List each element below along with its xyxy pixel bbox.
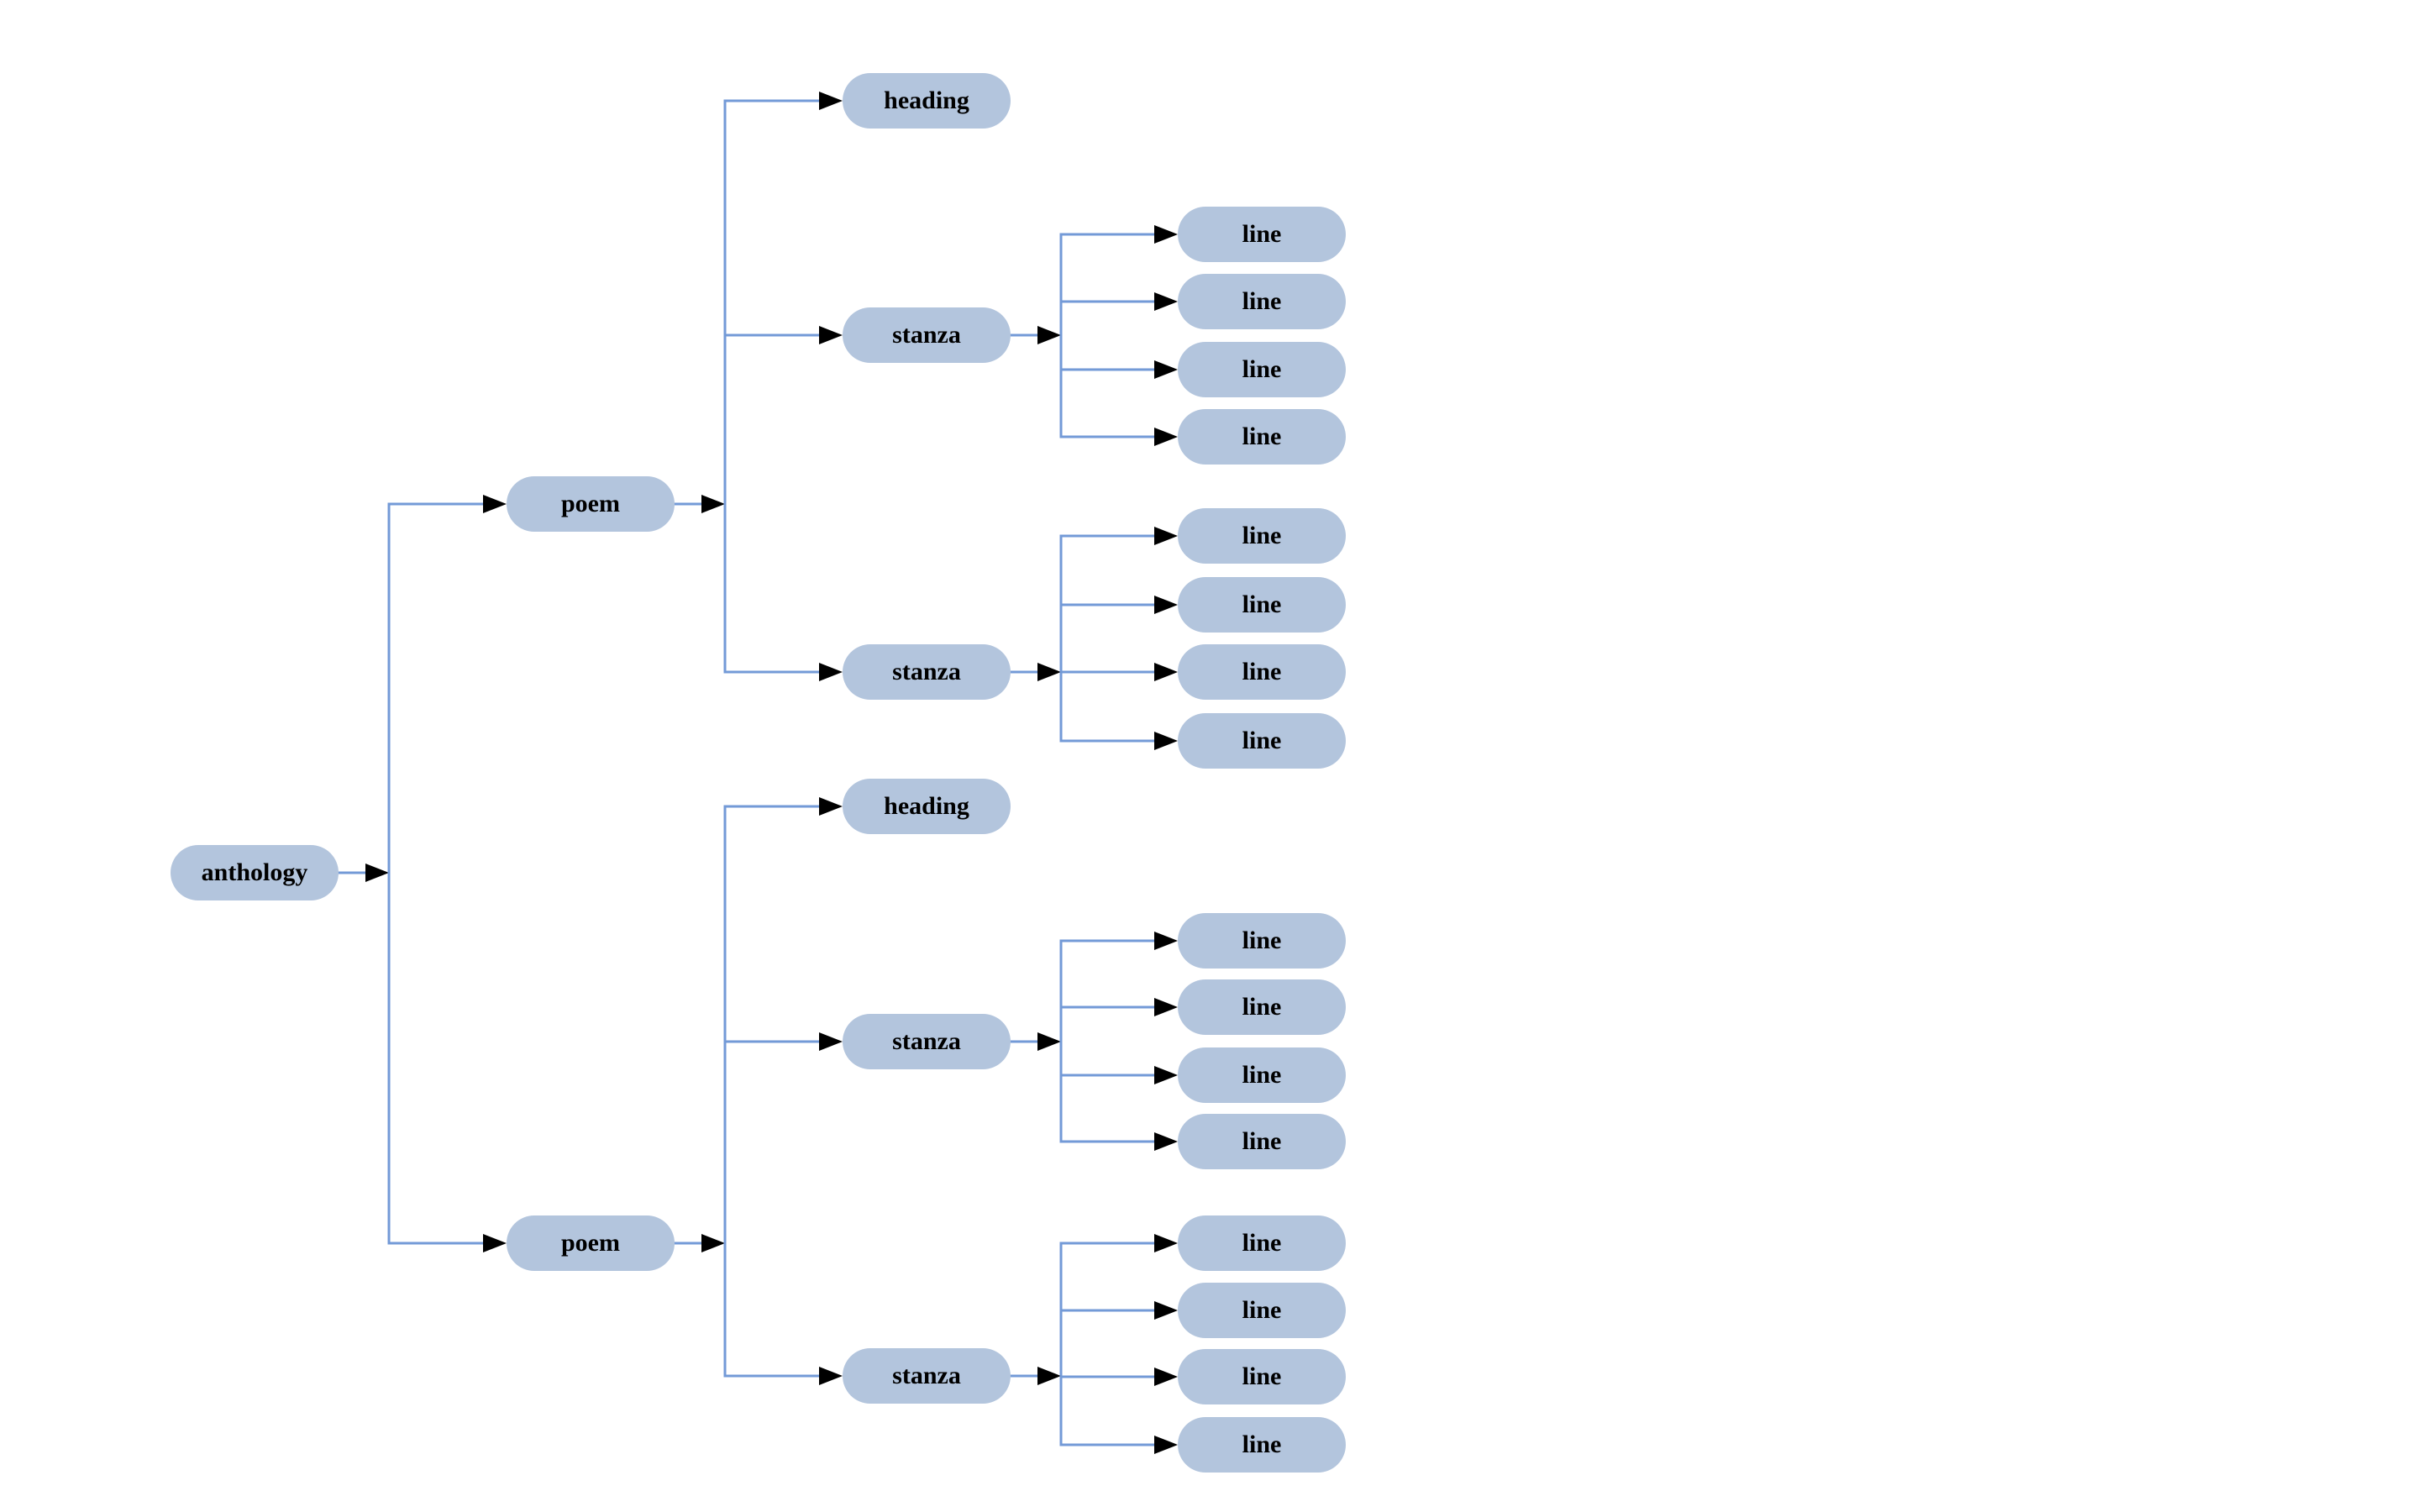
node-label: line bbox=[1242, 1296, 1282, 1324]
node-label: line bbox=[1242, 1127, 1282, 1155]
arrowhead-icon bbox=[1154, 360, 1178, 379]
node-poem-1: poem bbox=[507, 476, 675, 532]
arrowhead-icon bbox=[1154, 1301, 1178, 1320]
arrowhead-icon bbox=[483, 495, 507, 513]
node-label: line bbox=[1242, 1431, 1282, 1458]
arrowhead-icon bbox=[1154, 932, 1178, 950]
node-label: stanza bbox=[892, 1362, 961, 1389]
node-label: line bbox=[1242, 1362, 1282, 1390]
node-label: line bbox=[1242, 423, 1282, 450]
node-line-2-1: line bbox=[1178, 508, 1346, 564]
arrowhead-icon bbox=[1154, 732, 1178, 750]
arrowhead-icon bbox=[819, 1367, 843, 1385]
arrowhead-icon bbox=[483, 1234, 507, 1252]
node-line-2-4: line bbox=[1178, 713, 1346, 769]
arrowhead-icon bbox=[701, 1234, 725, 1252]
node-stanza-4: stanza bbox=[843, 1348, 1011, 1404]
arrowhead-icon bbox=[1154, 225, 1178, 244]
node-label: heading bbox=[884, 87, 969, 114]
arrowhead-icon bbox=[1154, 292, 1178, 311]
arrowhead-icon bbox=[1154, 428, 1178, 446]
node-anthology: anthology bbox=[171, 845, 339, 900]
arrowhead-icon bbox=[819, 92, 843, 110]
node-stanza-1: stanza bbox=[843, 307, 1011, 363]
node-label: line bbox=[1242, 591, 1282, 618]
node-heading-2: heading bbox=[843, 779, 1011, 834]
node-label: line bbox=[1242, 355, 1282, 383]
arrowhead-icon bbox=[819, 326, 843, 344]
node-label: line bbox=[1242, 1229, 1282, 1257]
arrowhead-icon bbox=[1154, 663, 1178, 681]
arrowhead-icon bbox=[1154, 1234, 1178, 1252]
node-heading-1: heading bbox=[843, 73, 1011, 129]
node-line-2-2: line bbox=[1178, 577, 1346, 633]
node-line-3-4: line bbox=[1178, 1114, 1346, 1169]
arrowhead-icon bbox=[819, 797, 843, 816]
node-label: stanza bbox=[892, 658, 961, 685]
node-label: line bbox=[1242, 993, 1282, 1021]
arrowhead-icon bbox=[1154, 1066, 1178, 1084]
node-label: heading bbox=[884, 792, 969, 820]
arrowhead-icon bbox=[1154, 1436, 1178, 1454]
node-line-4-3: line bbox=[1178, 1349, 1346, 1404]
arrowhead-icon bbox=[819, 1032, 843, 1051]
node-line-4-2: line bbox=[1178, 1283, 1346, 1338]
node-label: line bbox=[1242, 727, 1282, 754]
arrowhead-icon bbox=[1037, 663, 1061, 681]
node-label: stanza bbox=[892, 1027, 961, 1055]
arrowhead-icon bbox=[1037, 326, 1061, 344]
arrowhead-icon bbox=[1154, 596, 1178, 614]
node-line-4-1: line bbox=[1178, 1215, 1346, 1271]
node-label: line bbox=[1242, 287, 1282, 315]
arrowhead-icon bbox=[1154, 1368, 1178, 1386]
node-label: line bbox=[1242, 1061, 1282, 1089]
arrowhead-icon bbox=[819, 663, 843, 681]
node-line-1-2: line bbox=[1178, 274, 1346, 329]
node-line-4-4: line bbox=[1178, 1417, 1346, 1473]
arrowhead-icon bbox=[1037, 1032, 1061, 1051]
node-line-1-3: line bbox=[1178, 342, 1346, 397]
node-line-1-1: line bbox=[1178, 207, 1346, 262]
arrowhead-icon bbox=[365, 864, 389, 882]
arrowhead-icon bbox=[1037, 1367, 1061, 1385]
node-label: line bbox=[1242, 658, 1282, 685]
node-line-3-2: line bbox=[1178, 979, 1346, 1035]
node-label: poem bbox=[561, 1229, 620, 1257]
node-label: line bbox=[1242, 927, 1282, 954]
node-line-3-1: line bbox=[1178, 913, 1346, 969]
node-label: line bbox=[1242, 220, 1282, 248]
arrowhead-icon bbox=[701, 495, 725, 513]
node-line-1-4: line bbox=[1178, 409, 1346, 465]
node-label: stanza bbox=[892, 321, 961, 349]
node-line-2-3: line bbox=[1178, 644, 1346, 700]
node-label: anthology bbox=[201, 858, 308, 886]
arrowhead-icon bbox=[1154, 1132, 1178, 1151]
node-stanza-2: stanza bbox=[843, 644, 1011, 700]
node-poem-2: poem bbox=[507, 1215, 675, 1271]
node-label: line bbox=[1242, 522, 1282, 549]
arrowhead-icon bbox=[1154, 998, 1178, 1016]
node-label: poem bbox=[561, 490, 620, 517]
node-line-3-3: line bbox=[1178, 1047, 1346, 1103]
node-stanza-3: stanza bbox=[843, 1014, 1011, 1069]
arrowhead-icon bbox=[1154, 527, 1178, 545]
